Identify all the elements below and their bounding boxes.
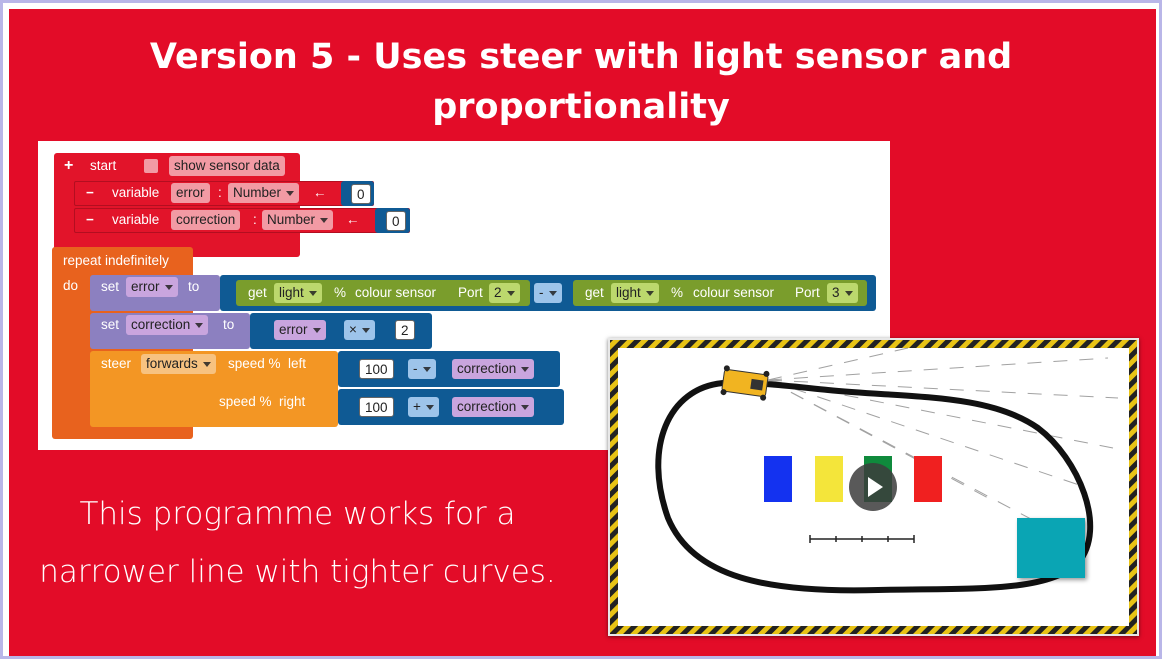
left-correction-chip[interactable]: correction — [452, 359, 535, 379]
number-input-correction[interactable]: 0 — [386, 211, 406, 231]
port-dropdown-right[interactable]: 3 — [827, 283, 858, 303]
remove-icon[interactable]: − — [86, 212, 94, 227]
show-sensor-data-label: show sensor data — [169, 156, 285, 176]
simulator-scene — [610, 340, 1137, 634]
set-variable-dropdown-correction[interactable]: correction — [126, 315, 209, 335]
yellow-block — [815, 456, 843, 502]
variable-keyword: variable — [112, 185, 160, 200]
number-input-error[interactable]: 0 — [351, 184, 371, 204]
left-operator-dropdown[interactable]: - — [408, 359, 436, 379]
multiplier-input[interactable]: 2 — [395, 320, 415, 340]
error-variable-chip[interactable]: error — [274, 320, 326, 340]
to-keyword: to — [223, 317, 235, 332]
percent-unit: % — [671, 285, 684, 300]
assign-arrow: ← — [313, 185, 327, 200]
speed-left-label: speed % left — [228, 356, 307, 371]
code-editor: + start show sensor data − variable erro… — [38, 141, 890, 450]
sensor-name: colour sensor — [355, 285, 437, 300]
speed-right-label: speed % right — [219, 394, 306, 409]
port-label: Port — [458, 285, 483, 300]
right-correction-chip[interactable]: correction — [452, 397, 535, 417]
get-keyword: get — [248, 285, 267, 300]
repeat-label: repeat indefinitely — [63, 253, 169, 268]
port-label: Port — [795, 285, 820, 300]
variable-keyword: variable — [112, 212, 160, 227]
steer-keyword: steer — [101, 356, 132, 371]
steer-direction-dropdown[interactable]: forwards — [141, 354, 216, 374]
variable-block-correction[interactable] — [74, 208, 410, 233]
blue-block — [764, 456, 792, 502]
type-colon: : — [218, 185, 222, 200]
slide-caption: This programme works for a narrower line… — [39, 496, 556, 590]
robot — [720, 365, 770, 401]
right-operator-dropdown[interactable]: + — [408, 397, 439, 417]
set-keyword: set — [101, 317, 120, 332]
sensor-name: colour sensor — [693, 285, 775, 300]
set-keyword: set — [101, 279, 120, 294]
show-sensor-checkbox[interactable] — [144, 159, 158, 173]
target-square — [1017, 518, 1085, 578]
light-mode-dropdown-left[interactable]: light — [274, 283, 322, 303]
type-dropdown-error[interactable]: Number — [228, 183, 300, 203]
variable-block-error[interactable] — [74, 181, 374, 206]
ruler — [809, 535, 915, 543]
light-mode-dropdown-right[interactable]: light — [611, 283, 659, 303]
slide-title: Version 5 - Uses steer with light sensor… — [149, 37, 1013, 127]
variable-name-correction[interactable]: correction — [171, 210, 241, 230]
get-keyword: get — [585, 285, 604, 300]
play-icon[interactable] — [849, 463, 897, 511]
assign-arrow: ← — [346, 212, 360, 227]
do-label: do — [63, 278, 79, 293]
port-dropdown-left[interactable]: 2 — [489, 283, 520, 303]
subtract-operator-dropdown[interactable]: - — [534, 283, 562, 303]
red-block — [914, 456, 942, 502]
remove-icon[interactable]: − — [86, 185, 94, 200]
type-colon: : — [253, 212, 257, 227]
left-speed-input[interactable]: 100 — [359, 359, 394, 379]
type-dropdown-correction[interactable]: Number — [262, 210, 334, 230]
start-label: start — [90, 158, 117, 173]
variable-name-error[interactable]: error — [171, 183, 210, 203]
set-variable-dropdown-error[interactable]: error — [126, 277, 178, 297]
add-icon[interactable]: + — [64, 157, 74, 174]
percent-unit: % — [334, 285, 347, 300]
right-speed-input[interactable]: 100 — [359, 397, 394, 417]
to-keyword: to — [188, 279, 200, 294]
multiply-operator-dropdown[interactable]: × — [344, 320, 375, 340]
